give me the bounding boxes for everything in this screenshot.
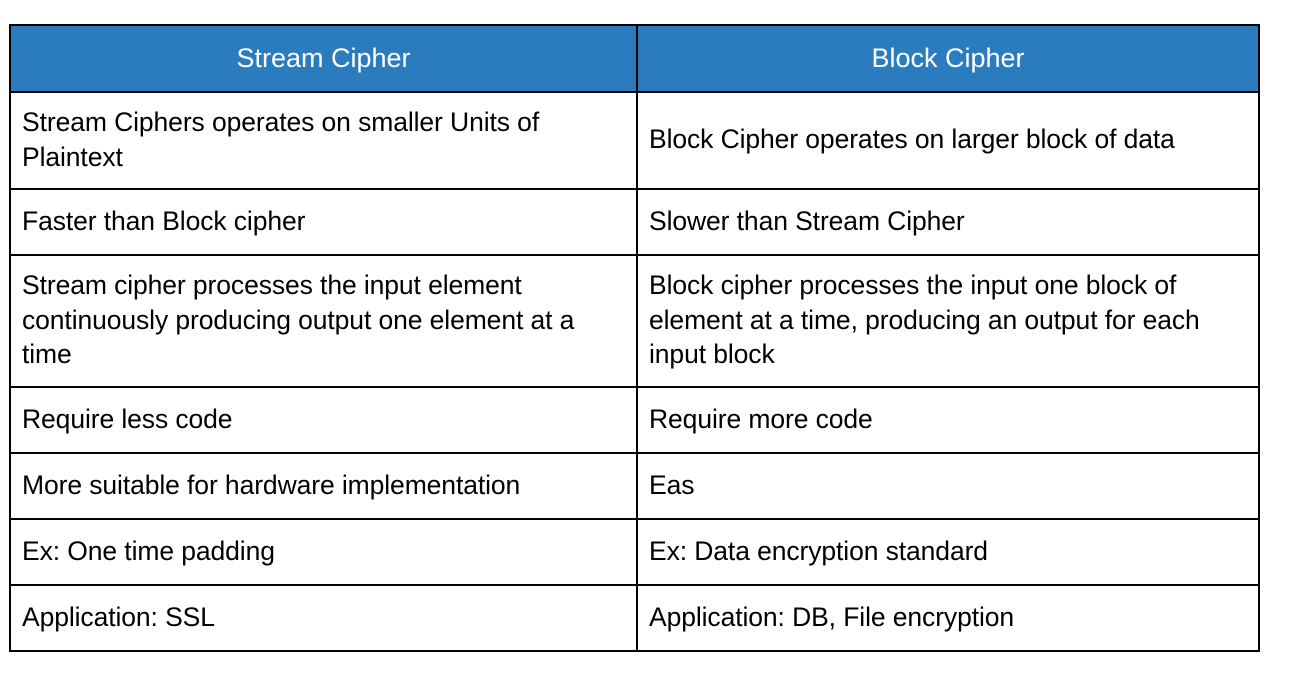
column-header-stream-cipher: Stream Cipher — [9, 24, 638, 93]
table-row: Stream cipher processes the input elemen… — [9, 254, 1260, 388]
cell-block-cipher: Eas — [636, 452, 1260, 520]
cell-stream-cipher: Stream Ciphers operates on smaller Units… — [9, 91, 638, 190]
cell-block-cipher: Block Cipher operates on larger block of… — [636, 91, 1260, 190]
cell-block-cipher: Require more code — [636, 386, 1260, 454]
table-row: Require less code Require more code — [9, 386, 1260, 454]
cipher-comparison-table: Stream Cipher Block Cipher Stream Cipher… — [9, 24, 1260, 652]
cell-block-cipher: Ex: Data encryption standard — [636, 518, 1260, 586]
cell-block-cipher: Slower than Stream Cipher — [636, 188, 1260, 256]
table-header: Stream Cipher Block Cipher — [9, 24, 1260, 93]
table-row: More suitable for hardware implementatio… — [9, 452, 1260, 520]
table-row: Ex: One time padding Ex: Data encryption… — [9, 518, 1260, 586]
cell-block-cipher: Application: DB, File encryption — [636, 584, 1260, 652]
cell-block-cipher: Block cipher processes the input one blo… — [636, 254, 1260, 388]
cell-stream-cipher: Faster than Block cipher — [9, 188, 638, 256]
cell-stream-cipher: Application: SSL — [9, 584, 638, 652]
header-row: Stream Cipher Block Cipher — [9, 24, 1260, 93]
cell-stream-cipher: Ex: One time padding — [9, 518, 638, 586]
table-row: Faster than Block cipher Slower than Str… — [9, 188, 1260, 256]
cell-stream-cipher: More suitable for hardware implementatio… — [9, 452, 638, 520]
cell-stream-cipher: Require less code — [9, 386, 638, 454]
table-row: Application: SSL Application: DB, File e… — [9, 584, 1260, 652]
column-header-block-cipher: Block Cipher — [636, 24, 1260, 93]
cell-stream-cipher: Stream cipher processes the input elemen… — [9, 254, 638, 388]
table-row: Stream Ciphers operates on smaller Units… — [9, 91, 1260, 190]
table-body: Stream Ciphers operates on smaller Units… — [9, 91, 1260, 652]
